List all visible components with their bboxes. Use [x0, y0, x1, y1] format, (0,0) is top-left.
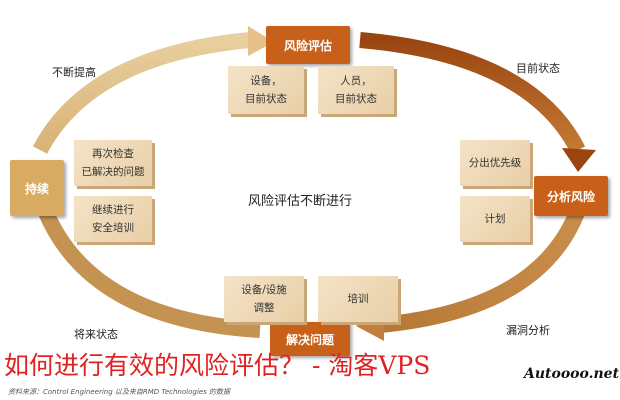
center-title: 风险评估不断进行 [248, 194, 353, 209]
label-current-state: 目前状态 [516, 62, 560, 75]
site-logo: Autoooo.net [524, 366, 620, 382]
box-continue-training: 继续进行 安全培训 [74, 196, 152, 242]
box-prioritize: 分出优先级 [460, 140, 530, 186]
box-training: 培训 [318, 276, 398, 322]
box-plan: 计划 [460, 196, 530, 242]
label-gap-analysis: 漏洞分析 [506, 324, 550, 337]
node-sustain: 持续 [10, 160, 64, 216]
node-analyze-risk: 分析风险 [534, 176, 608, 216]
arc-future-state [37, 206, 261, 338]
arrowhead-top-right [562, 148, 596, 172]
box-personnel-state: 人员， 目前状态 [318, 66, 394, 114]
arrowhead-top-left [248, 26, 274, 56]
box-equipment-state: 设备， 目前状态 [228, 66, 304, 114]
node-risk-assessment: 风险评估 [266, 26, 350, 64]
arc-keep-improving [32, 32, 251, 154]
watermark-title: 如何进行有效的风险评估？ - 淘客VPS [4, 351, 431, 380]
label-keep-improving: 不断提高 [52, 66, 96, 79]
arc-current-state [359, 32, 586, 154]
node-resolve-problems: 解决问题 [270, 322, 350, 356]
source-note: 资料来源：Control Engineering 以及来自RMD Technol… [8, 388, 230, 396]
arc-gap-analysis [379, 207, 586, 333]
box-equipment-adjust: 设备/设施 调整 [224, 276, 304, 322]
label-future-state: 将来状态 [74, 328, 118, 341]
box-recheck: 再次检查 已解决的问题 [74, 140, 152, 186]
